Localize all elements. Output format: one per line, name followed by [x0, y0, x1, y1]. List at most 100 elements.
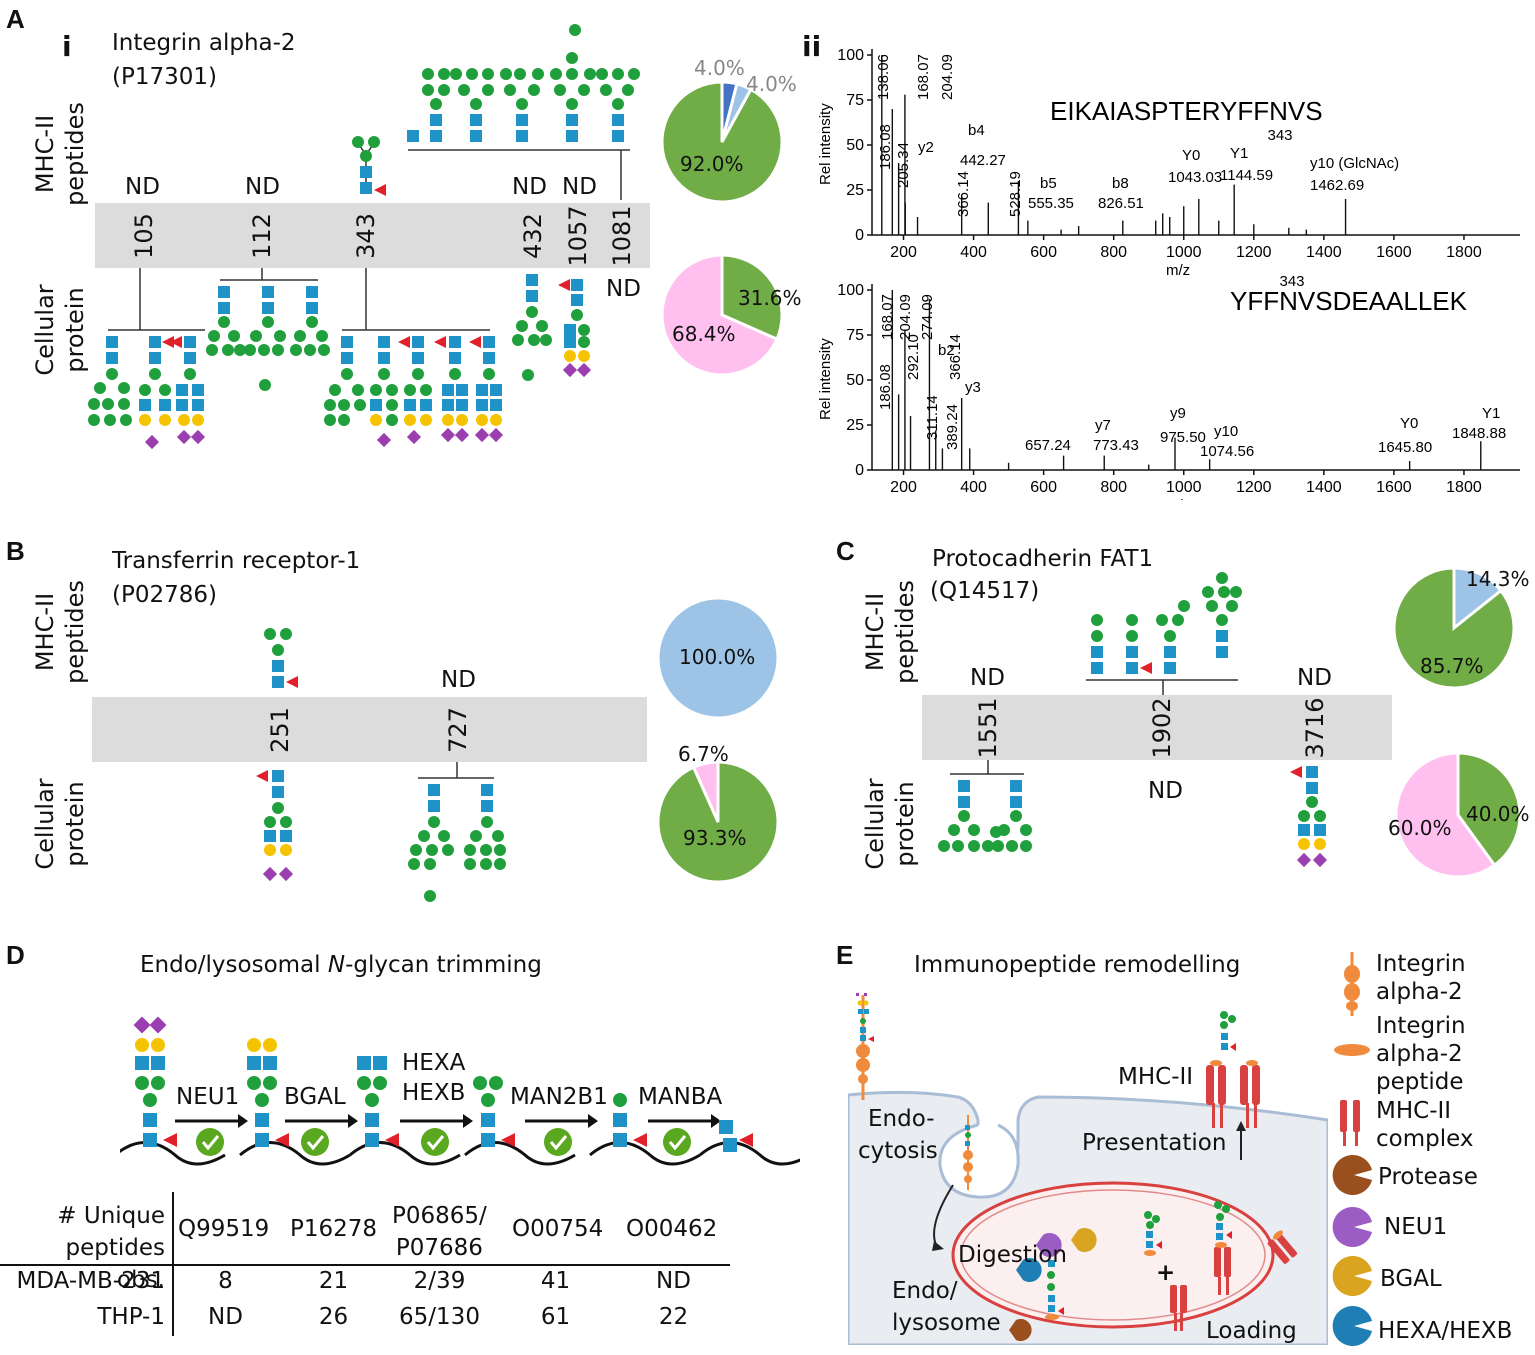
- peak-label: 442.27: [960, 152, 1006, 169]
- x-tick-label: 1200: [1236, 244, 1272, 261]
- panel-a-ii-label: ii: [802, 30, 822, 63]
- pie-a-bottom-slice-1: [660, 253, 779, 377]
- panel-c-sequence-bar: [922, 695, 1392, 760]
- row-top-line1: MHC-II: [861, 592, 889, 672]
- peak-label: 1645.80: [1378, 439, 1432, 456]
- title-post: -glycan trimming: [345, 952, 542, 978]
- nd-1902-cellular: ND: [1148, 778, 1183, 804]
- label-endo-2: cytosis: [858, 1138, 938, 1164]
- peak-label: b5: [1040, 175, 1057, 192]
- label-loading: Loading: [1206, 1318, 1297, 1344]
- panel-c-accession: (Q14517): [930, 578, 1040, 604]
- panel-c-letter: C: [836, 536, 855, 566]
- table-header-line2: peptides obs.: [65, 1235, 166, 1293]
- peak-label: 204.09: [897, 294, 914, 340]
- peak-label: Y1: [1230, 145, 1248, 162]
- peak-label: y10: [1214, 423, 1238, 440]
- x-tick-label: 1400: [1306, 244, 1342, 261]
- x-tick-label: 800: [1100, 479, 1127, 496]
- x-axis-label: m/z: [1166, 497, 1190, 500]
- pie-b-top-label-0: 100.0%: [679, 645, 756, 669]
- peak-label: Y0: [1182, 147, 1200, 164]
- label-digestion: Digestion: [958, 1242, 1067, 1268]
- row-mda-val-0: 8: [218, 1268, 233, 1294]
- pie-a-top-label-1: 4.0%: [694, 56, 745, 80]
- pie-a-top: [660, 80, 784, 204]
- nd-3716: ND: [1297, 665, 1332, 691]
- x-tick-label: 1000: [1166, 479, 1202, 496]
- site-label-top: 343: [1267, 127, 1292, 144]
- panel-a-title: Integrin alpha-2: [112, 30, 296, 56]
- site-label-bottom: 343: [1279, 273, 1304, 290]
- row-bottom-line1: Cellular: [861, 778, 889, 870]
- integrin-icon: [1344, 952, 1360, 1016]
- pie-b-top-slice-0: [656, 596, 780, 720]
- peak-label: b2: [938, 342, 955, 359]
- x-tick-label: 1600: [1376, 244, 1412, 261]
- label-endo-lys-1: Endo/: [892, 1278, 958, 1304]
- pie-c-bottom-slice-0: [1456, 751, 1522, 868]
- table-header: # Unique peptides obs.: [20, 1200, 165, 1296]
- pie-c-bottom-slice-1: [1394, 751, 1497, 879]
- pie-c-top-label-0: 85.7%: [1420, 654, 1484, 678]
- nd-1551: ND: [970, 665, 1005, 691]
- row-mda-name: MDA-MB-231: [16, 1268, 165, 1294]
- peak-label: Y1: [1482, 405, 1500, 422]
- peak-label: 389.24: [944, 404, 961, 450]
- panel-a-i-label: i: [62, 30, 72, 63]
- peak-label: 555.35: [1028, 195, 1074, 212]
- x-tick-label: 1600: [1376, 479, 1412, 496]
- panel-d-title: Endo/lysosomal N-glycan trimming: [140, 952, 542, 978]
- y-axis-label: Rel intensity: [817, 103, 834, 185]
- panel-a-accession: (P17301): [112, 64, 217, 90]
- pie-b-bottom-label-0: 93.3%: [683, 826, 747, 850]
- x-tick-label: 800: [1100, 244, 1127, 261]
- row-thp1-val-4: 22: [658, 1304, 689, 1330]
- pie-c-top-label-1: 14.3%: [1466, 567, 1530, 591]
- peak-label: 773.43: [1093, 437, 1139, 454]
- x-tick-label: 200: [890, 244, 917, 261]
- legend-peptide-l2: alpha-2: [1376, 1041, 1463, 1067]
- row-thp1-val-1: 26: [318, 1304, 349, 1330]
- y-tick-label: 25: [846, 182, 864, 199]
- peak-label: 1462.69: [1310, 177, 1364, 194]
- peak-label: b8: [1112, 175, 1129, 192]
- peak-label: 366.14: [947, 334, 964, 380]
- pie-a-bottom: [660, 253, 784, 377]
- peak-label: 311.14: [924, 395, 941, 440]
- peak-label: 826.51: [1098, 195, 1144, 212]
- y-tick-label: 0: [855, 462, 864, 479]
- protease-icon: [1332, 1155, 1372, 1195]
- table-horizontal-rule: [0, 1264, 730, 1266]
- row-mda-val-4: ND: [656, 1268, 691, 1294]
- peak-label: 1074.56: [1200, 443, 1254, 460]
- nd-112: ND: [245, 174, 280, 200]
- label-mhc-ii: MHC-II: [1118, 1064, 1194, 1090]
- row-mda-val-2: 2/39: [413, 1268, 466, 1294]
- peak-label: y3: [965, 379, 981, 396]
- row-thp1-val-2: 65/130: [399, 1304, 480, 1330]
- x-axis-label: m/z: [1166, 262, 1190, 279]
- neu1-icon: [1332, 1207, 1372, 1247]
- enzyme-bgal: BGAL: [284, 1084, 346, 1110]
- legend-protease: Protease: [1378, 1164, 1478, 1190]
- peak-label: 1848.88: [1452, 425, 1506, 442]
- legend-integrin-l2: alpha-2: [1376, 979, 1463, 1005]
- panel-b-accession: (P02786): [112, 582, 217, 608]
- y-tick-label: 75: [846, 327, 864, 344]
- enzyme-neu1: NEU1: [176, 1084, 240, 1110]
- title-em: N: [327, 952, 346, 978]
- y-tick-label: 25: [846, 417, 864, 434]
- peak-label: 138.06: [875, 54, 892, 100]
- title-pre: Endo/lysosomal: [140, 952, 328, 978]
- col-o00754: O00754: [512, 1216, 604, 1242]
- x-tick-label: 600: [1030, 244, 1057, 261]
- hex-icon: [1332, 1306, 1372, 1346]
- legend-icons: [1332, 952, 1372, 1346]
- label-endo-1: Endo-: [868, 1106, 935, 1132]
- peptide-icon: [1334, 1044, 1370, 1056]
